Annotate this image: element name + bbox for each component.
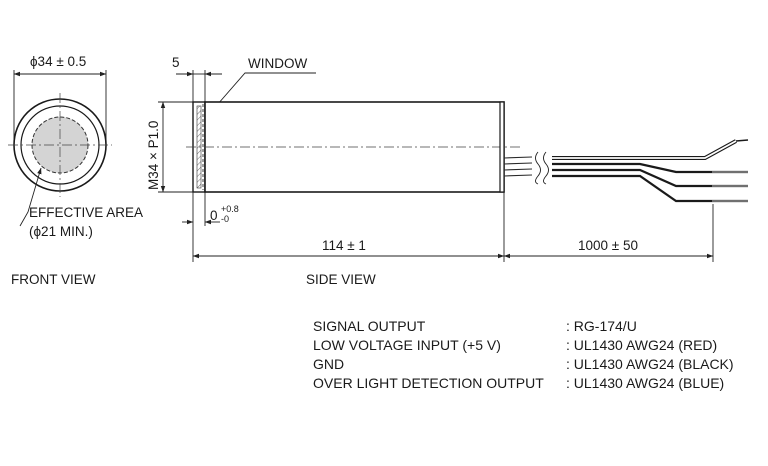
effective-area-label: EFFECTIVE AREA bbox=[29, 205, 143, 220]
effective-area-leader bbox=[19, 167, 42, 227]
table-row-signal: SIGNAL OUTPUT bbox=[313, 318, 426, 334]
wire-blue bbox=[552, 174, 748, 203]
rear-cap bbox=[499, 101, 505, 193]
table-row-cable: : UL1430 AWG24 (BLACK) bbox=[566, 356, 734, 372]
effective-area-min-label: (ϕ21 MIN.) bbox=[29, 224, 93, 239]
table-row-cable: : RG-174/U bbox=[566, 318, 637, 334]
table-row-signal: OVER LIGHT DETECTION OUTPUT bbox=[313, 375, 544, 391]
front-view: ϕ34 ± 0.5 EFFECTIVE AREA (ϕ21 MIN.) FRON… bbox=[8, 54, 143, 287]
cable-stub-1 bbox=[503, 156, 533, 159]
break-mark-right bbox=[543, 151, 549, 185]
coax-conductor bbox=[735, 139, 749, 142]
tolerance-base: 0 bbox=[210, 208, 218, 223]
coax-cable-core bbox=[552, 140, 737, 159]
table-row-cable: : UL1430 AWG24 (RED) bbox=[566, 337, 717, 353]
window-label: WINDOW bbox=[248, 56, 307, 71]
front-view-caption: FRONT VIEW bbox=[11, 272, 96, 287]
flange-width-label: 5 bbox=[172, 55, 180, 70]
table-row-cable: : UL1430 AWG24 (BLUE) bbox=[566, 375, 724, 391]
table-row-signal: GND bbox=[313, 356, 344, 372]
cable-stub-3 bbox=[503, 168, 533, 171]
cable-stub-2 bbox=[503, 162, 533, 165]
tolerance-lower: -0 bbox=[221, 214, 229, 224]
diameter-label: ϕ34 ± 0.5 bbox=[30, 54, 86, 69]
side-view: 5 WINDOW M34 × P1.0 bbox=[146, 55, 749, 287]
cable-length-label: 1000 ± 50 bbox=[578, 238, 638, 253]
cable-stub-4 bbox=[503, 174, 533, 177]
tolerance-upper: +0.8 bbox=[221, 204, 239, 214]
cable-table: SIGNAL OUTPUT : RG-174/U LOW VOLTAGE INP… bbox=[313, 318, 734, 391]
length-label: 114 ± 1 bbox=[322, 238, 366, 253]
side-view-caption: SIDE VIEW bbox=[306, 272, 376, 287]
table-row-signal: LOW VOLTAGE INPUT (+5 V) bbox=[313, 337, 501, 353]
cable-bundle bbox=[503, 139, 749, 203]
break-mark-left bbox=[535, 151, 541, 185]
thread-label: M34 × P1.0 bbox=[146, 121, 161, 190]
